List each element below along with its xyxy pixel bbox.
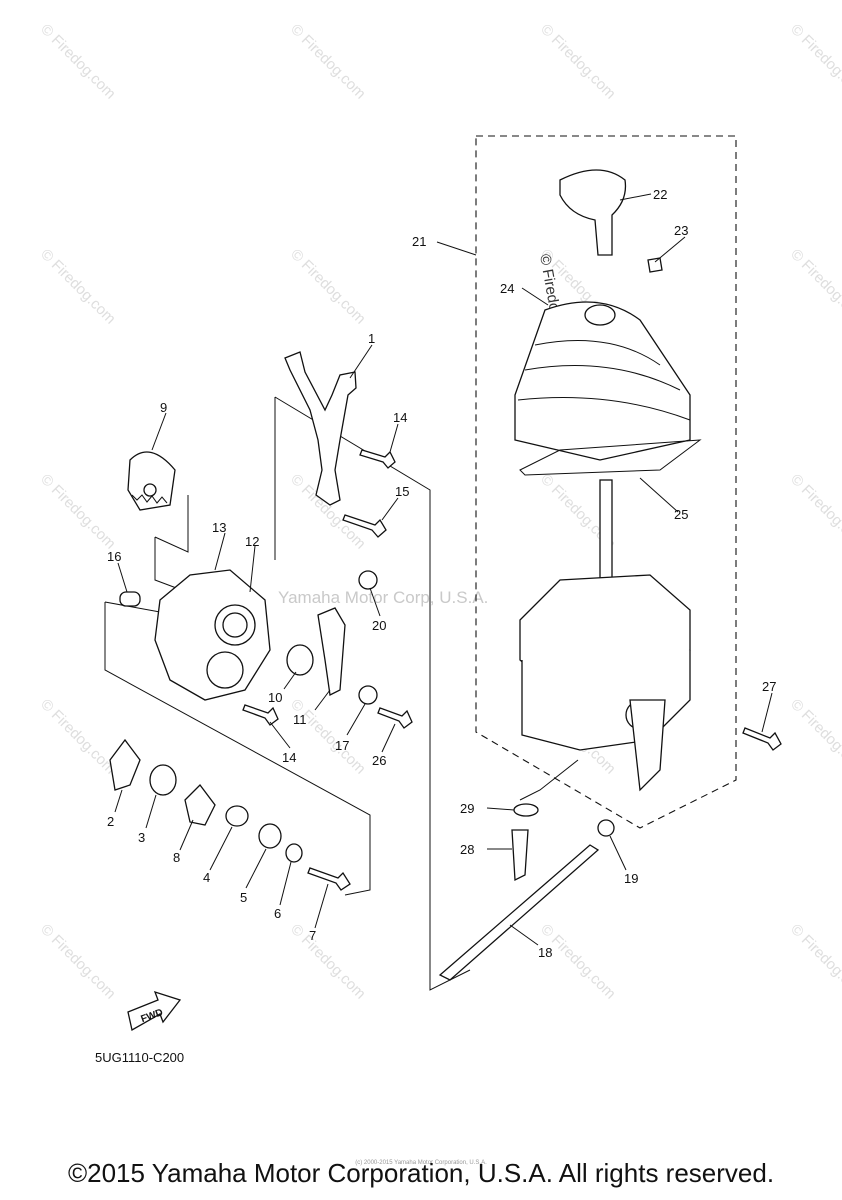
- part-3-collar[interactable]: [149, 764, 177, 796]
- part-11-shift-lever[interactable]: [317, 607, 346, 696]
- firedog-watermark: © Firedog.com: [787, 696, 842, 778]
- part-16-dowel-pin[interactable]: [119, 591, 141, 607]
- callout-27: 27: [762, 679, 776, 694]
- callout-5: 5: [240, 890, 247, 905]
- callout-28: 28: [460, 842, 474, 857]
- callout-23: 23: [674, 223, 688, 238]
- part-6-washer[interactable]: [285, 843, 303, 863]
- callout-15: 15: [395, 484, 409, 499]
- callout-9: 9: [160, 400, 167, 415]
- callout-10: 10: [268, 690, 282, 705]
- fwd-direction-arrow: FWD: [127, 990, 182, 1032]
- callout-11: 11: [293, 712, 307, 727]
- callout-24: 24: [500, 281, 514, 296]
- part-26-bolt[interactable]: [377, 707, 413, 729]
- callout-22: 22: [653, 187, 667, 202]
- callout-18: 18: [538, 945, 552, 960]
- callout-14: 14: [393, 410, 407, 425]
- callout-1: 1: [368, 331, 375, 346]
- callout-7: 7: [309, 928, 316, 943]
- firedog-watermark: © Firedog.com: [787, 471, 842, 553]
- shift-lever-assembly-outline: [475, 135, 737, 829]
- firedog-watermark: © Firedog.com: [37, 921, 119, 1003]
- firedog-watermark: © Firedog.com: [537, 921, 619, 1003]
- shift-lever-shaft[interactable]: [599, 479, 613, 591]
- callout-20: 20: [372, 618, 386, 633]
- firedog-watermark: © Firedog.com: [787, 21, 842, 103]
- part-22-shift-knob[interactable]: [559, 169, 627, 256]
- part-17-washer[interactable]: [358, 685, 378, 705]
- callout-12: 12: [245, 534, 259, 549]
- callout-29: 29: [460, 801, 474, 816]
- callout-3: 3: [138, 830, 145, 845]
- leader-lines: [114, 193, 773, 946]
- part-23-screw[interactable]: [647, 257, 663, 273]
- callout-8: 8: [173, 850, 180, 865]
- callout-13: 13: [212, 520, 226, 535]
- part-14-bolt[interactable]: [359, 449, 396, 469]
- firedog-watermark: © Firedog.com: [537, 21, 619, 103]
- part-19-nut[interactable]: [597, 819, 615, 837]
- part-14-bolt-lower[interactable]: [242, 704, 279, 726]
- part-24-shift-boot[interactable]: [514, 301, 691, 461]
- callout-26: 26: [372, 753, 386, 768]
- part-18-shift-rod[interactable]: [438, 844, 600, 981]
- callout-6: 6: [274, 906, 281, 921]
- part-8-stopper[interactable]: [184, 784, 216, 826]
- firedog-watermark: © Firedog.com: [287, 246, 369, 328]
- part-10-bearing[interactable]: [286, 644, 314, 676]
- part-28-collar[interactable]: [511, 829, 529, 882]
- yamaha-center-watermark: Yamaha Motor Corp, U.S.A.: [278, 588, 488, 607]
- tiny-copyright: (c) 2000-2015 Yamaha Motor Corporation, …: [355, 1160, 487, 1166]
- callout-19: 19: [624, 871, 638, 886]
- copyright-footer: ©2015 Yamaha Motor Corporation, U.S.A. A…: [67, 1158, 775, 1188]
- callout-4: 4: [203, 870, 210, 885]
- part-4-washer[interactable]: [225, 805, 249, 827]
- firedog-watermark: © Firedog.com: [287, 21, 369, 103]
- part-25-band[interactable]: [519, 439, 702, 476]
- callout-14-lower: 14: [282, 750, 296, 765]
- callout-16: 16: [107, 549, 121, 564]
- callout-21: 21: [412, 234, 426, 249]
- part-13-shift-housing[interactable]: [154, 569, 271, 701]
- part-27-bolt[interactable]: [742, 727, 782, 751]
- part-2-plate[interactable]: [109, 738, 141, 791]
- part-1-bracket[interactable]: [284, 351, 357, 506]
- shift-gate-housing[interactable]: [519, 574, 691, 792]
- part-20-nut[interactable]: [358, 570, 378, 590]
- part-29-clip[interactable]: [513, 803, 539, 817]
- firedog-watermark: © Firedog.com: [37, 246, 119, 328]
- firedog-watermarks: © Firedog.com © Firedog.com © Firedog.co…: [37, 21, 842, 1003]
- part-5-spring[interactable]: [258, 823, 282, 849]
- firedog-watermark: © Firedog.com: [287, 696, 369, 778]
- firedog-watermark: © Firedog.com: [37, 696, 119, 778]
- firedog-watermark: © Firedog.com: [787, 246, 842, 328]
- part-15-bolt[interactable]: [342, 514, 387, 538]
- firedog-watermark: © Firedog.com: [37, 21, 119, 103]
- callout-25: 25: [674, 507, 688, 522]
- drawing-code: 5UG1110-C200: [95, 1050, 184, 1065]
- part-7-bolt[interactable]: [307, 867, 351, 891]
- firedog-watermark: © Firedog.com: [787, 921, 842, 1003]
- reference-lines: [104, 396, 579, 991]
- firedog-watermark: © Firedog.com: [287, 921, 369, 1003]
- callout-17: 17: [335, 738, 349, 753]
- callout-numbers: 1 2 3 4 5 6 7 8 9 10 11 12 13 14 14 15 1…: [107, 187, 776, 960]
- callout-2: 2: [107, 814, 114, 829]
- firedog-watermark: © Firedog.com: [37, 471, 119, 553]
- part-9-gear-sector[interactable]: [127, 451, 176, 511]
